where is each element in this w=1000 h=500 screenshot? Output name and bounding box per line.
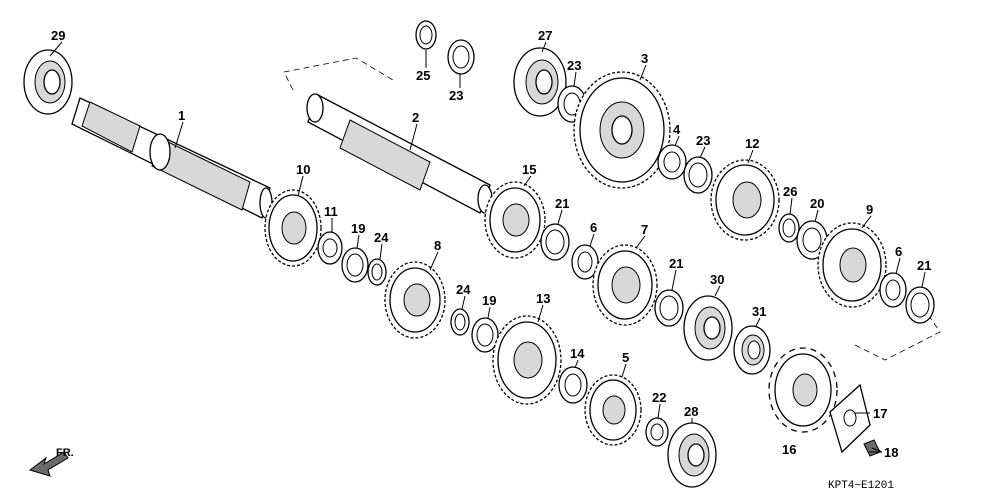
direction-label: FR. bbox=[56, 447, 74, 459]
label-9: 9 bbox=[866, 202, 873, 217]
label-18: 18 bbox=[884, 445, 898, 460]
label-20: 20 bbox=[810, 196, 824, 211]
label-27: 27 bbox=[538, 28, 552, 43]
gear-9[interactable] bbox=[817, 222, 887, 308]
washer-23-top[interactable] bbox=[447, 39, 475, 75]
label-17: 17 bbox=[873, 406, 887, 421]
main-shaft-1[interactable] bbox=[71, 97, 273, 219]
label-23-a: 23 bbox=[449, 88, 463, 103]
seal-31[interactable] bbox=[733, 325, 771, 375]
gear-15[interactable] bbox=[484, 181, 546, 259]
label-21-a: 21 bbox=[555, 196, 569, 211]
label-19-a: 19 bbox=[351, 221, 365, 236]
bearing-29[interactable] bbox=[23, 49, 73, 115]
label-29: 29 bbox=[51, 28, 65, 43]
label-30: 30 bbox=[710, 272, 724, 287]
bushing-4[interactable] bbox=[657, 144, 687, 180]
clip-24-b[interactable] bbox=[450, 308, 470, 336]
label-23-c: 23 bbox=[696, 133, 710, 148]
label-16: 16 bbox=[782, 442, 796, 457]
label-1: 1 bbox=[178, 108, 185, 123]
clip-26[interactable] bbox=[778, 213, 800, 243]
washer-22[interactable] bbox=[645, 417, 669, 447]
gear-7[interactable] bbox=[592, 244, 658, 326]
label-6-a: 6 bbox=[590, 220, 597, 235]
washer-23-c[interactable] bbox=[683, 156, 713, 194]
label-24-b: 24 bbox=[456, 282, 471, 297]
washer-19-a[interactable] bbox=[341, 247, 369, 283]
label-15: 15 bbox=[522, 162, 536, 177]
label-12: 12 bbox=[745, 136, 759, 151]
bearing-30[interactable] bbox=[683, 295, 733, 361]
front-direction-arrow: FR. bbox=[28, 447, 74, 477]
plate-17[interactable] bbox=[829, 383, 871, 454]
washer-21-b[interactable] bbox=[654, 289, 684, 327]
label-10: 10 bbox=[296, 162, 310, 177]
drawing-code: KPT4−E1201 bbox=[828, 480, 894, 492]
label-6-right: 6 bbox=[895, 244, 902, 259]
label-4: 4 bbox=[673, 122, 681, 137]
guide-line-right bbox=[854, 309, 941, 361]
label-19-b: 19 bbox=[482, 293, 496, 308]
gear-3[interactable] bbox=[573, 71, 671, 189]
gear-10[interactable] bbox=[264, 189, 322, 267]
bushing-6-a[interactable] bbox=[571, 244, 599, 280]
label-21-right: 21 bbox=[917, 258, 931, 273]
gear-8[interactable] bbox=[384, 261, 446, 339]
sprocket-16[interactable] bbox=[768, 347, 838, 433]
label-23-b: 23 bbox=[567, 58, 581, 73]
washer-21-a[interactable] bbox=[540, 223, 570, 261]
label-11: 11 bbox=[324, 204, 338, 219]
bushing-6-right[interactable] bbox=[879, 272, 907, 308]
label-14: 14 bbox=[570, 346, 585, 361]
label-3: 3 bbox=[641, 51, 648, 66]
label-5: 5 bbox=[622, 350, 629, 365]
bearing-28[interactable] bbox=[667, 422, 717, 488]
label-2: 2 bbox=[412, 110, 419, 125]
label-7: 7 bbox=[641, 222, 648, 237]
guide-line-top bbox=[283, 57, 394, 91]
bolt-18[interactable] bbox=[863, 439, 883, 457]
gear-12[interactable] bbox=[710, 159, 780, 241]
label-22: 22 bbox=[652, 390, 666, 405]
washer-19-b[interactable] bbox=[471, 317, 499, 353]
bushing-11[interactable] bbox=[317, 231, 343, 265]
bearing-27[interactable] bbox=[513, 47, 567, 117]
label-28: 28 bbox=[684, 404, 698, 419]
gear-13[interactable] bbox=[492, 315, 562, 405]
label-8: 8 bbox=[434, 238, 441, 253]
label-25: 25 bbox=[416, 68, 430, 83]
label-24-a: 24 bbox=[374, 230, 389, 245]
clip-25[interactable] bbox=[415, 20, 437, 50]
label-21-b: 21 bbox=[669, 256, 683, 271]
bushing-14[interactable] bbox=[558, 366, 588, 404]
washer-21-right[interactable] bbox=[905, 286, 935, 324]
gear-5[interactable] bbox=[584, 374, 642, 446]
label-31: 31 bbox=[752, 304, 766, 319]
clip-24-a[interactable] bbox=[367, 258, 387, 286]
label-26: 26 bbox=[783, 184, 797, 199]
label-13: 13 bbox=[536, 291, 550, 306]
counter-shaft-2[interactable] bbox=[306, 93, 493, 214]
